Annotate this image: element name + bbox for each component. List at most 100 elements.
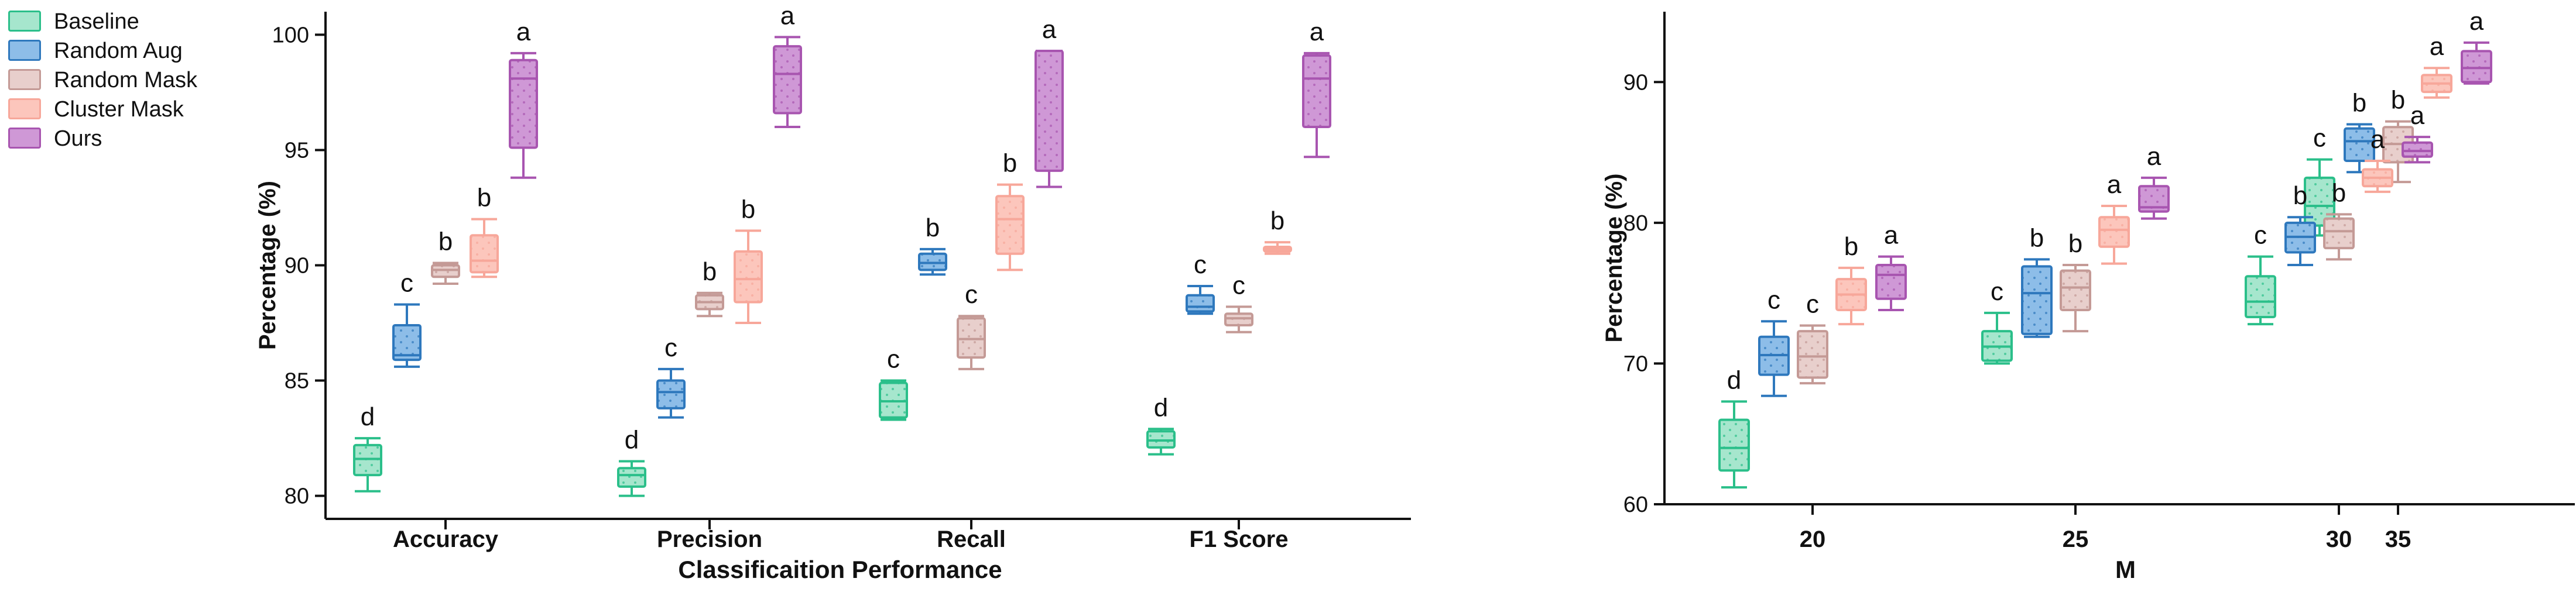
- box-body: [734, 250, 763, 304]
- box-baseline-f1-score: d: [1146, 393, 1176, 456]
- box-body: [1797, 330, 1828, 379]
- box-random-mask-precision: b: [695, 257, 724, 318]
- significance-letter: b: [2391, 86, 2405, 115]
- box-random-aug-30: b: [2284, 181, 2316, 267]
- significance-letter: b: [2352, 88, 2366, 117]
- box-cluster-mask-accuracy: b: [470, 184, 499, 278]
- significance-letter: b: [2293, 181, 2307, 210]
- box-ours-35: a: [2461, 7, 2492, 85]
- box-cluster-mask-f1-score: b: [1263, 206, 1292, 255]
- significance-letter: b: [2332, 178, 2346, 207]
- box-random-aug-precision: c: [656, 333, 686, 419]
- significance-letter: c: [965, 280, 978, 309]
- box-cluster-mask-precision: b: [734, 195, 763, 325]
- box-body: [2098, 216, 2130, 248]
- box-body: [2402, 141, 2433, 158]
- box-cluster-mask-20: b: [1835, 232, 1867, 326]
- x-tick-label-20: 20: [1800, 526, 1826, 552]
- box-body: [392, 323, 422, 362]
- box-random-aug-recall: b: [918, 214, 947, 276]
- y-tick-label: 90: [285, 254, 309, 278]
- significance-letter: a: [1310, 18, 1324, 46]
- box-body: [995, 195, 1025, 255]
- y-tick-label: 80: [1623, 211, 1648, 236]
- box-cluster-mask-30: a: [2362, 125, 2393, 193]
- significance-letter: b: [1270, 206, 1284, 235]
- significance-letter: b: [741, 195, 755, 223]
- x-tick-label-recall: Recall: [937, 526, 1006, 552]
- x-tick-label-accuracy: Accuracy: [393, 526, 499, 552]
- box-baseline-30: c: [2245, 221, 2276, 326]
- significance-letter: b: [926, 214, 940, 242]
- significance-letter: a: [2371, 125, 2385, 154]
- legend-swatch-cluster-mask: [8, 98, 41, 119]
- box-random-mask-25: b: [2060, 229, 2091, 333]
- significance-letter: c: [2313, 124, 2326, 153]
- box-ours-precision: a: [773, 1, 802, 129]
- box-baseline-20: d: [1718, 366, 1750, 489]
- y-tick-label: 90: [1623, 70, 1648, 95]
- significance-letter: c: [1767, 285, 1780, 314]
- box-ours-25: a: [2138, 142, 2170, 220]
- significance-letter: a: [1884, 221, 1899, 250]
- significance-letter: c: [400, 269, 413, 297]
- significance-letter: a: [1042, 15, 1057, 44]
- significance-letter: c: [2254, 221, 2267, 250]
- significance-letter: a: [2107, 170, 2122, 199]
- box-random-mask-30: b: [2323, 178, 2355, 261]
- box-body: [2245, 275, 2276, 319]
- box-random-aug-35: b: [2344, 88, 2375, 174]
- box-body: [617, 467, 646, 488]
- box-body: [1302, 54, 1331, 129]
- box-body: [773, 45, 802, 115]
- x-axis-title: M: [2115, 556, 2136, 583]
- y-tick-label: 70: [1623, 352, 1648, 376]
- box-random-mask-35: b: [2382, 86, 2414, 184]
- x-tick-label-35: 35: [2385, 526, 2411, 552]
- significance-letter: b: [439, 228, 453, 256]
- box-ours-20: a: [1875, 221, 1907, 312]
- box-body: [1034, 49, 1064, 172]
- significance-letter: d: [1727, 366, 1741, 394]
- box-baseline-25: c: [1981, 277, 2013, 365]
- legend-label-cluster-mask: Cluster Mask: [54, 97, 184, 122]
- box-body: [2060, 269, 2091, 312]
- significance-letter: b: [477, 184, 491, 212]
- significance-letter: c: [1194, 250, 1207, 279]
- significance-letter: c: [1232, 271, 1245, 300]
- box-random-aug-accuracy: c: [392, 269, 422, 368]
- box-random-aug-25: b: [2021, 223, 2053, 338]
- y-tick-label: 95: [285, 138, 309, 163]
- box-cluster-mask-25: a: [2098, 170, 2130, 265]
- x-tick-label-f1-score: F1 Score: [1190, 526, 1289, 552]
- box-body: [1718, 418, 1750, 472]
- box-ours-accuracy: a: [509, 18, 538, 179]
- box-random-aug-20: c: [1758, 285, 1790, 397]
- box-ours-30: a: [2402, 101, 2433, 164]
- significance-letter: c: [664, 333, 677, 362]
- y-tick-label: 80: [285, 484, 309, 509]
- significance-letter: d: [1154, 393, 1168, 422]
- box-cluster-mask-recall: b: [995, 149, 1025, 271]
- significance-letter: a: [2147, 142, 2161, 171]
- box-body: [1875, 264, 1907, 300]
- y-tick-label: 85: [285, 369, 309, 394]
- box-ours-recall: a: [1034, 15, 1064, 188]
- y-tick-label: 60: [1623, 493, 1648, 517]
- legend-swatch-baseline: [8, 11, 41, 32]
- box-body: [2323, 217, 2355, 250]
- x-tick-label-25: 25: [2063, 526, 2089, 552]
- y-axis-title: Percentage (%): [1601, 174, 1627, 343]
- legend-swatch-ours: [8, 128, 41, 149]
- x-axis-title: Classificaition Performance: [678, 556, 1002, 583]
- box-cluster-mask-35: a: [2421, 32, 2452, 99]
- box-baseline-precision: d: [617, 425, 646, 497]
- significance-letter: b: [1844, 232, 1858, 261]
- box-random-mask-f1-score: c: [1224, 271, 1253, 333]
- y-tick-label: 100: [272, 23, 309, 47]
- box-random-mask-20: c: [1797, 290, 1828, 385]
- box-body: [2461, 50, 2492, 84]
- significance-letter: d: [361, 402, 375, 431]
- box-random-mask-accuracy: b: [431, 228, 460, 285]
